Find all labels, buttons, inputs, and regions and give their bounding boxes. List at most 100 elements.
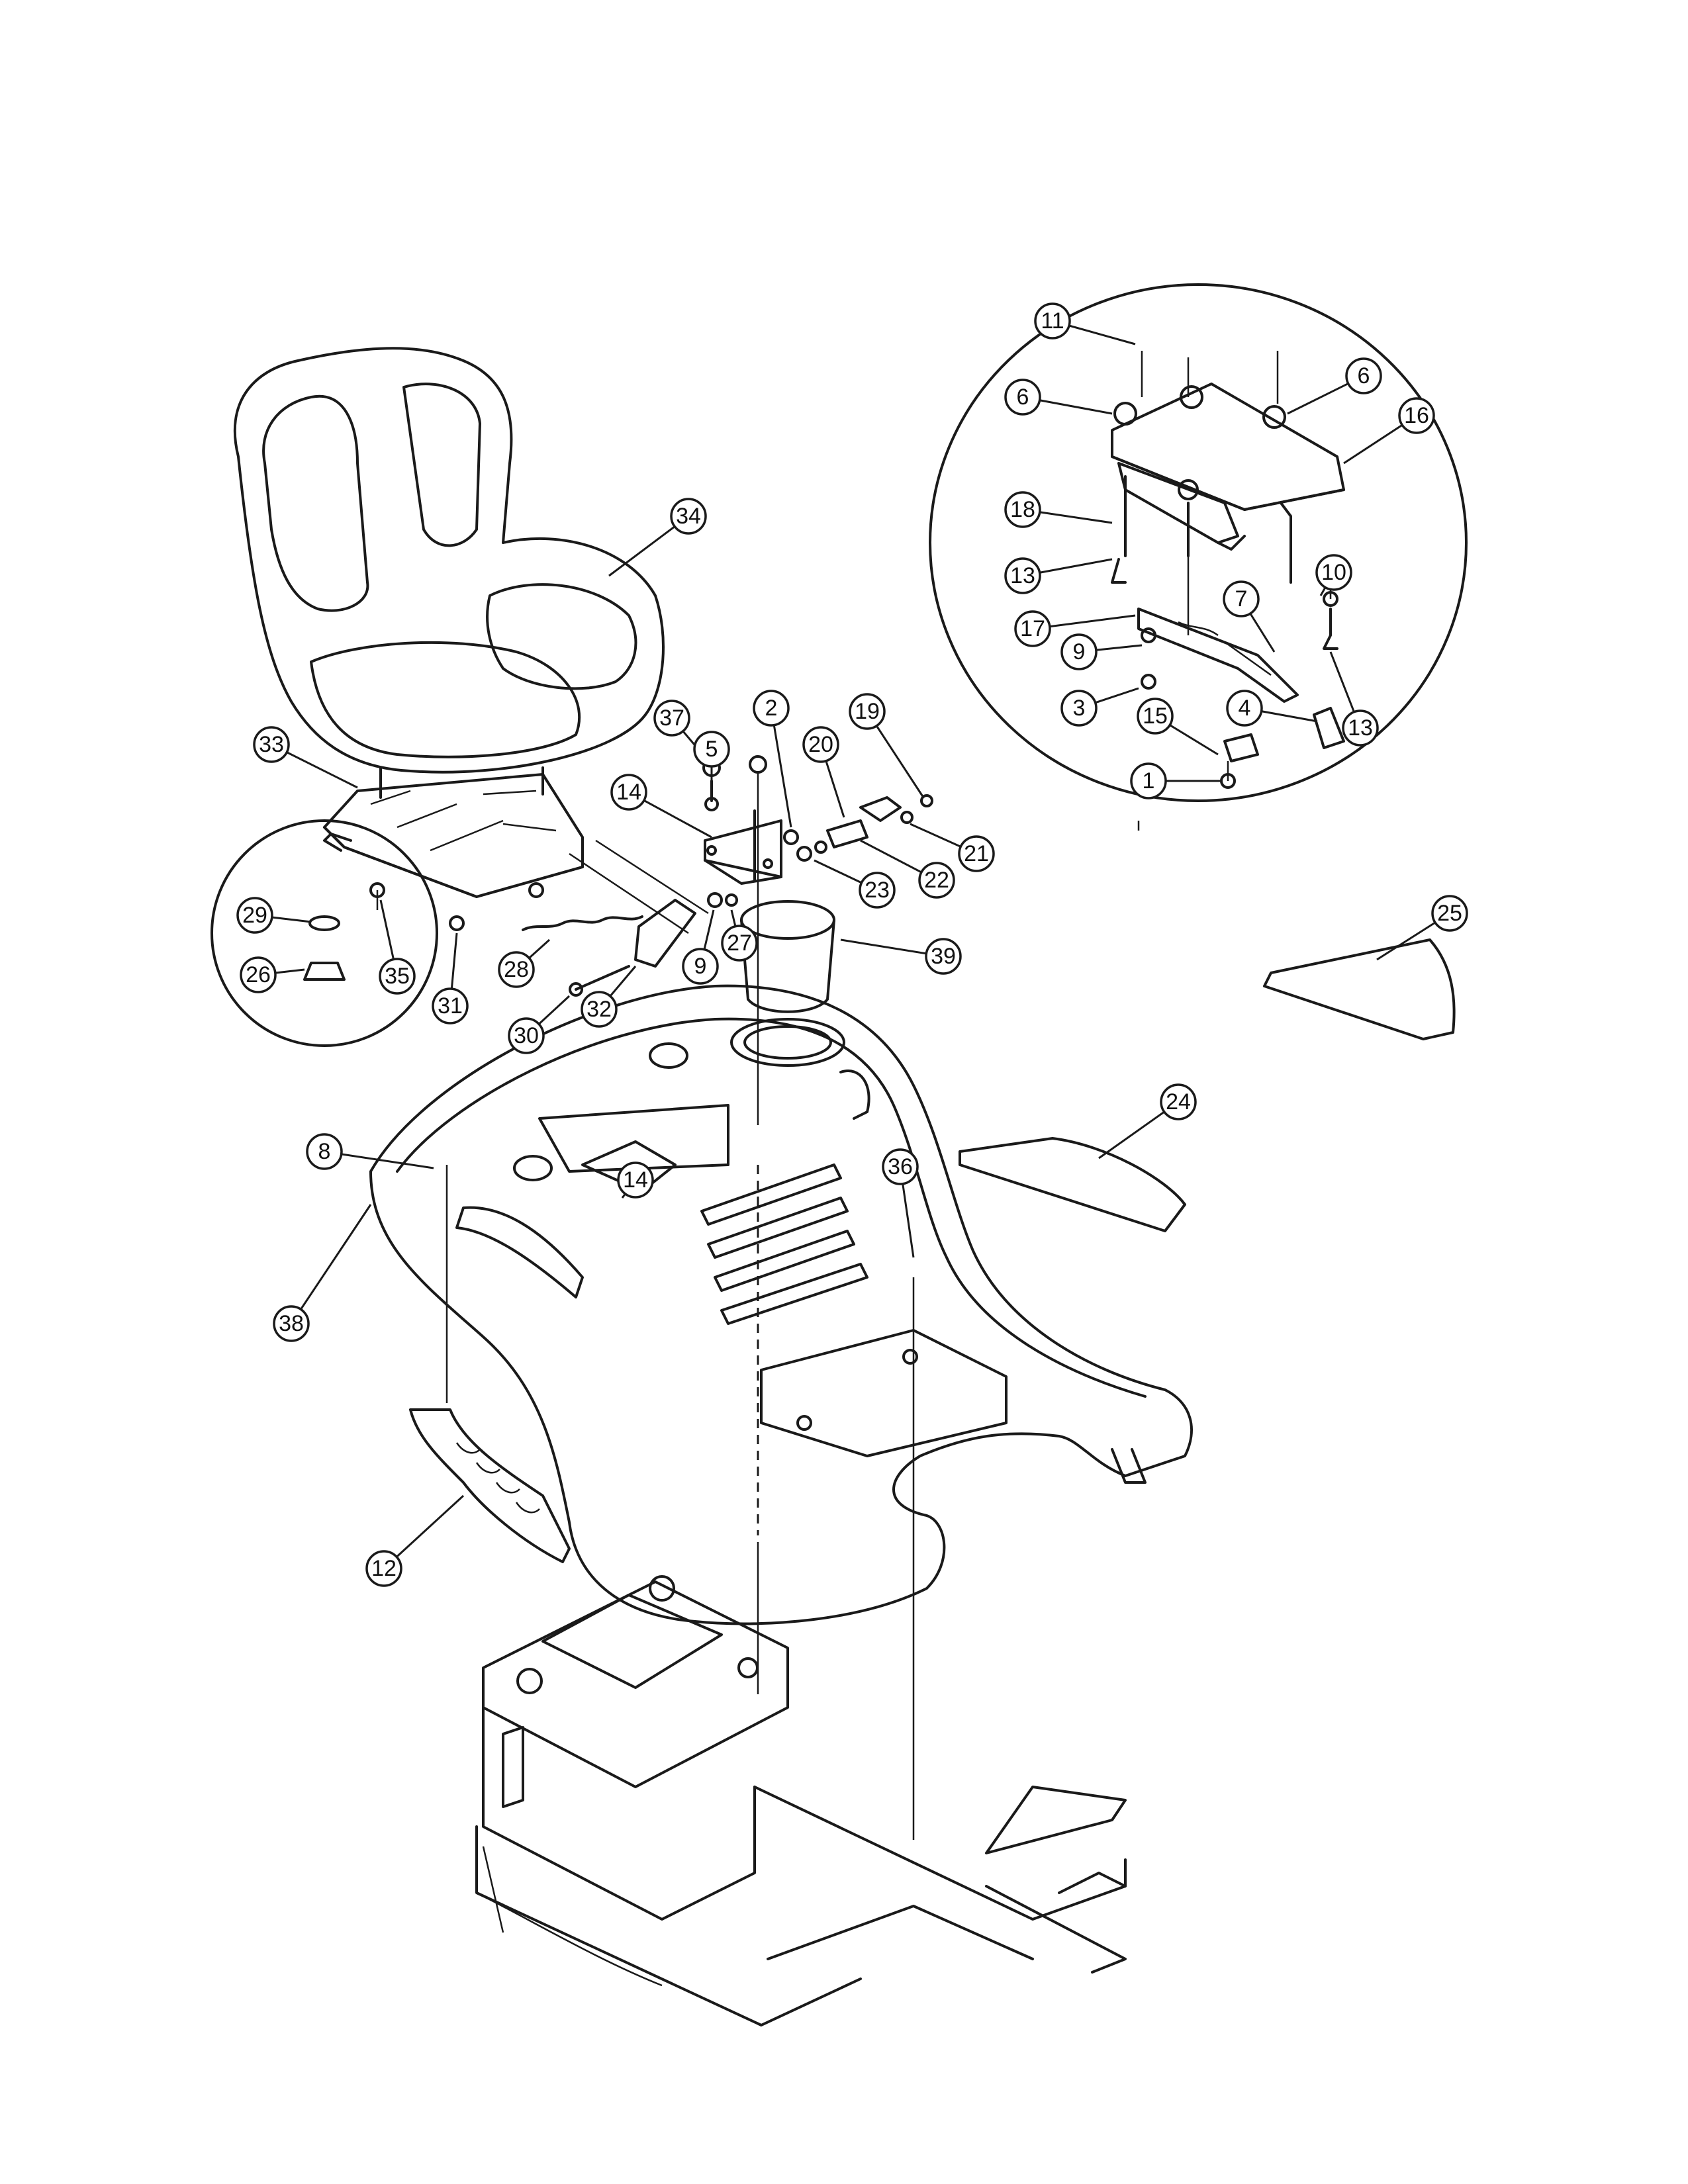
callout-30: 30 [508,995,571,1054]
callout-label: 38 [279,1311,304,1336]
callout-17: 17 [1014,610,1136,647]
callout-label: 18 [1010,497,1035,522]
callout-circle [1223,580,1260,617]
callout-31: 31 [432,933,469,1024]
callout-circle [1226,690,1263,727]
callout-circle [236,897,273,934]
callout-circle [802,726,839,763]
callout-label: 15 [1143,704,1168,729]
callout-15: 15 [1137,698,1219,756]
callout-label: 7 [1235,586,1248,612]
callout-23: 23 [814,859,896,909]
callout-35: 35 [379,899,416,995]
callout-20: 20 [802,726,845,818]
callout-18: 18 [1004,491,1113,528]
callout-label: 36 [888,1154,913,1179]
callout-circle [610,774,647,811]
callout-label: 6 [1358,363,1370,388]
callout-26: 26 [240,956,305,993]
callout-circle [1342,709,1379,747]
callout-34: 34 [608,498,707,577]
callout-circle [882,1148,919,1185]
callout-13: 13 [1329,651,1379,747]
callout-circle [682,948,719,985]
callout-14: 14 [610,774,712,839]
callout-19: 19 [849,693,925,798]
callout-label: 22 [924,868,949,893]
switch-parts [796,794,933,862]
callout-label: 19 [855,699,880,724]
pad-part-24 [959,1137,1186,1232]
callout-27: 27 [721,909,758,962]
callout-6: 6 [1004,379,1113,416]
callout-label: 6 [1017,385,1029,410]
callout-circle [1345,357,1382,394]
callout-5: 5 [693,731,730,788]
assembly-lines [376,351,1332,1840]
callout-label: 9 [1073,639,1086,664]
callout-circle [918,862,955,899]
callout-circle [432,987,469,1024]
callout-28: 28 [498,938,551,988]
callout-8: 8 [306,1133,434,1170]
cup-holder-part [730,900,845,1067]
callout-circle [958,835,995,872]
callout-label: 28 [504,957,529,982]
callout-circle [1130,762,1167,799]
callout-circle [1137,698,1174,735]
pad-part-25 [1263,938,1456,1040]
callout-label: 16 [1404,403,1429,428]
callout-label: 11 [1041,308,1064,334]
detail-inset-right [929,283,1468,802]
callout-label: 37 [659,705,684,731]
callout-25: 25 [1376,895,1468,961]
seat-pan-part [323,773,584,931]
callout-label: 31 [438,993,463,1019]
callout-label: 8 [318,1139,331,1164]
callout-2: 2 [753,690,792,828]
callout-label: 12 [371,1556,397,1581]
seat-slide-part [1111,383,1345,789]
callout-1: 1 [1130,762,1221,799]
callout-circle [753,690,790,727]
callout-10: 10 [1315,554,1352,596]
callout-circle [1398,397,1435,434]
callout-leader [770,707,792,828]
callout-circle [379,958,416,995]
callout-label: 23 [865,878,890,903]
callout-label: 3 [1073,696,1086,721]
callout-label: 14 [616,780,641,805]
callout-circle [581,991,618,1028]
callout-circle [1060,633,1098,670]
callout-circle [617,1161,654,1199]
callout-33: 33 [253,726,358,789]
callout-label: 26 [246,962,271,987]
callout-circle [253,726,290,763]
callout-circle [1431,895,1468,932]
callout-circle [693,731,730,768]
callout-7: 7 [1223,580,1276,653]
callout-24: 24 [1098,1083,1197,1160]
callout-leader [290,1204,372,1324]
callout-label: 13 [1010,563,1035,588]
bracket-part [702,755,799,885]
callout-circle [1004,379,1041,416]
callout-label: 35 [385,964,410,989]
callout-label: 4 [1239,696,1251,721]
callout-circle [240,956,277,993]
callout-9: 9 [682,909,719,985]
callout-circle [849,693,886,730]
callout-circle [859,872,896,909]
callout-circle [1004,557,1041,594]
callout-6: 6 [1287,357,1382,415]
callout-label: 17 [1020,616,1045,641]
callout-label: 13 [1348,715,1373,741]
callout-label: 9 [694,954,707,979]
callout-label: 5 [706,737,718,762]
side-trim-part [409,1408,571,1563]
callout-37: 37 [653,700,710,762]
callout-13: 13 [1004,557,1113,594]
callout-circle [273,1305,310,1342]
